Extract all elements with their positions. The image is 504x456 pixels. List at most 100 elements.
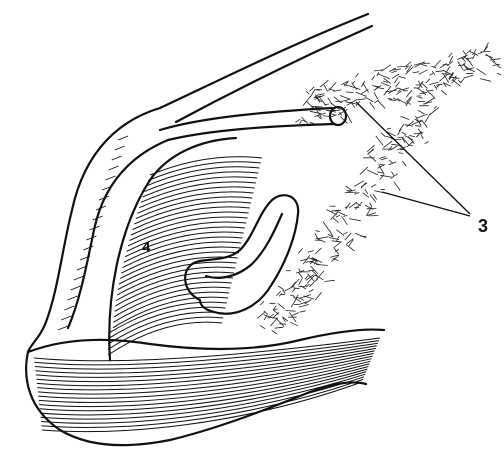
fringe-stroke: [421, 135, 424, 140]
fringe-stroke: [389, 162, 397, 165]
fringe-stroke: [340, 96, 350, 100]
fringe-stroke: [330, 115, 336, 117]
fringe-stroke: [324, 280, 334, 281]
label-4: 4: [142, 239, 151, 256]
fringe-stroke: [309, 289, 314, 292]
fringe-stroke: [385, 77, 389, 80]
fringe-stroke: [302, 120, 307, 121]
vessel-hatch-stroke: [83, 246, 93, 250]
fringe-stroke: [298, 272, 302, 278]
fringe-stroke: [388, 98, 393, 99]
fringe-stroke: [441, 90, 447, 95]
fringe-stroke: [300, 259, 308, 261]
fringe-stroke: [316, 265, 328, 266]
fringe-stroke: [383, 141, 392, 148]
fringe-stroke: [376, 136, 383, 145]
fringe-stroke: [497, 73, 501, 75]
fringe-stroke: [355, 73, 358, 77]
fringe-stroke: [365, 97, 374, 102]
fringe-stroke: [419, 88, 426, 95]
fringe-stroke: [279, 324, 286, 325]
fringe-stroke: [419, 70, 428, 75]
fringe-stroke: [464, 75, 474, 78]
fringe-stroke: [300, 311, 306, 312]
fan-hatch-line: [108, 322, 222, 355]
lower-tube-hatching: [34, 338, 380, 432]
fringe-stroke: [292, 288, 295, 292]
fringe-stroke: [381, 65, 391, 72]
fringe-stroke: [347, 114, 352, 123]
fringe-stroke: [365, 189, 368, 194]
fringe-stroke: [409, 135, 415, 137]
fringe-stroke: [278, 303, 285, 308]
fringe-stroke: [318, 237, 329, 239]
fringe-stroke: [421, 64, 427, 66]
fan-hatch-line: [136, 197, 252, 219]
fringe-stroke: [360, 167, 368, 175]
fringe-stroke: [323, 222, 330, 232]
fringe-stroke: [299, 278, 303, 285]
upper-tube-outline: [160, 14, 368, 108]
fringe-stroke: [452, 76, 457, 81]
fringe-stroke: [260, 301, 264, 305]
fringe-stroke: [273, 312, 280, 318]
fringe-stroke: [387, 128, 391, 129]
fringe-stroke: [310, 111, 322, 113]
fringe-stroke: [357, 99, 365, 100]
fringe-stroke: [443, 82, 446, 87]
fringe-stroke: [367, 170, 378, 175]
fringe-stroke: [381, 158, 388, 160]
fringe-stroke: [370, 203, 372, 207]
fringe-stroke: [381, 83, 390, 87]
fringe-stroke: [363, 193, 369, 198]
fringe-stroke: [356, 92, 367, 96]
fringe-stroke: [478, 53, 482, 54]
fringe-stroke: [399, 124, 404, 131]
fringe-stroke: [310, 90, 315, 98]
fringe-stroke: [346, 245, 354, 251]
fan-hatch-line: [134, 202, 251, 224]
fringe-stroke: [467, 58, 472, 59]
fringe-stroke: [391, 172, 394, 176]
fringe-stroke: [398, 129, 402, 136]
fringe-stroke: [397, 99, 407, 105]
fringe-stroke: [300, 120, 302, 124]
vessel-hatch-stroke: [115, 146, 125, 150]
fringe-stroke: [332, 241, 341, 242]
fringe-stroke: [361, 183, 366, 189]
fringe-stroke: [307, 101, 313, 107]
fringe-stroke: [346, 186, 353, 191]
fringe-stroke: [426, 89, 431, 94]
curled-organ-outer: [185, 195, 298, 314]
vessel-hatch-stroke: [118, 136, 128, 140]
lower-tube-top-outline: [160, 108, 332, 130]
fringe-stroke: [436, 71, 444, 72]
fringe-stroke: [452, 80, 460, 87]
fringe-stroke: [426, 79, 430, 83]
fringe-stroke: [477, 68, 486, 75]
fringe-stroke: [389, 100, 396, 101]
fringe-stroke: [285, 286, 295, 291]
fringe-stroke: [389, 160, 393, 163]
fringe-stroke: [391, 174, 398, 179]
fringe-stroke: [344, 232, 348, 234]
vessel-hatch-stroke: [109, 166, 119, 170]
fringe-stroke: [466, 73, 473, 74]
fringe-stroke: [374, 93, 378, 99]
fringe-stroke: [343, 215, 347, 216]
fringe-stroke: [324, 85, 328, 91]
fringe-stroke: [369, 156, 376, 162]
vessel-hatch-stroke: [58, 326, 68, 330]
fringe-stroke: [346, 203, 350, 210]
fringe-stroke: [480, 79, 491, 82]
fringe-stroke: [342, 216, 348, 225]
fringe-stroke: [354, 192, 359, 194]
fringe-stroke: [264, 315, 267, 320]
fringe-stroke: [370, 102, 375, 109]
fringe-stroke: [272, 331, 277, 335]
fringe-stroke: [428, 90, 434, 91]
fringe-stroke: [480, 52, 490, 53]
fringe-stroke: [276, 318, 284, 326]
fringe-stroke: [437, 84, 443, 85]
